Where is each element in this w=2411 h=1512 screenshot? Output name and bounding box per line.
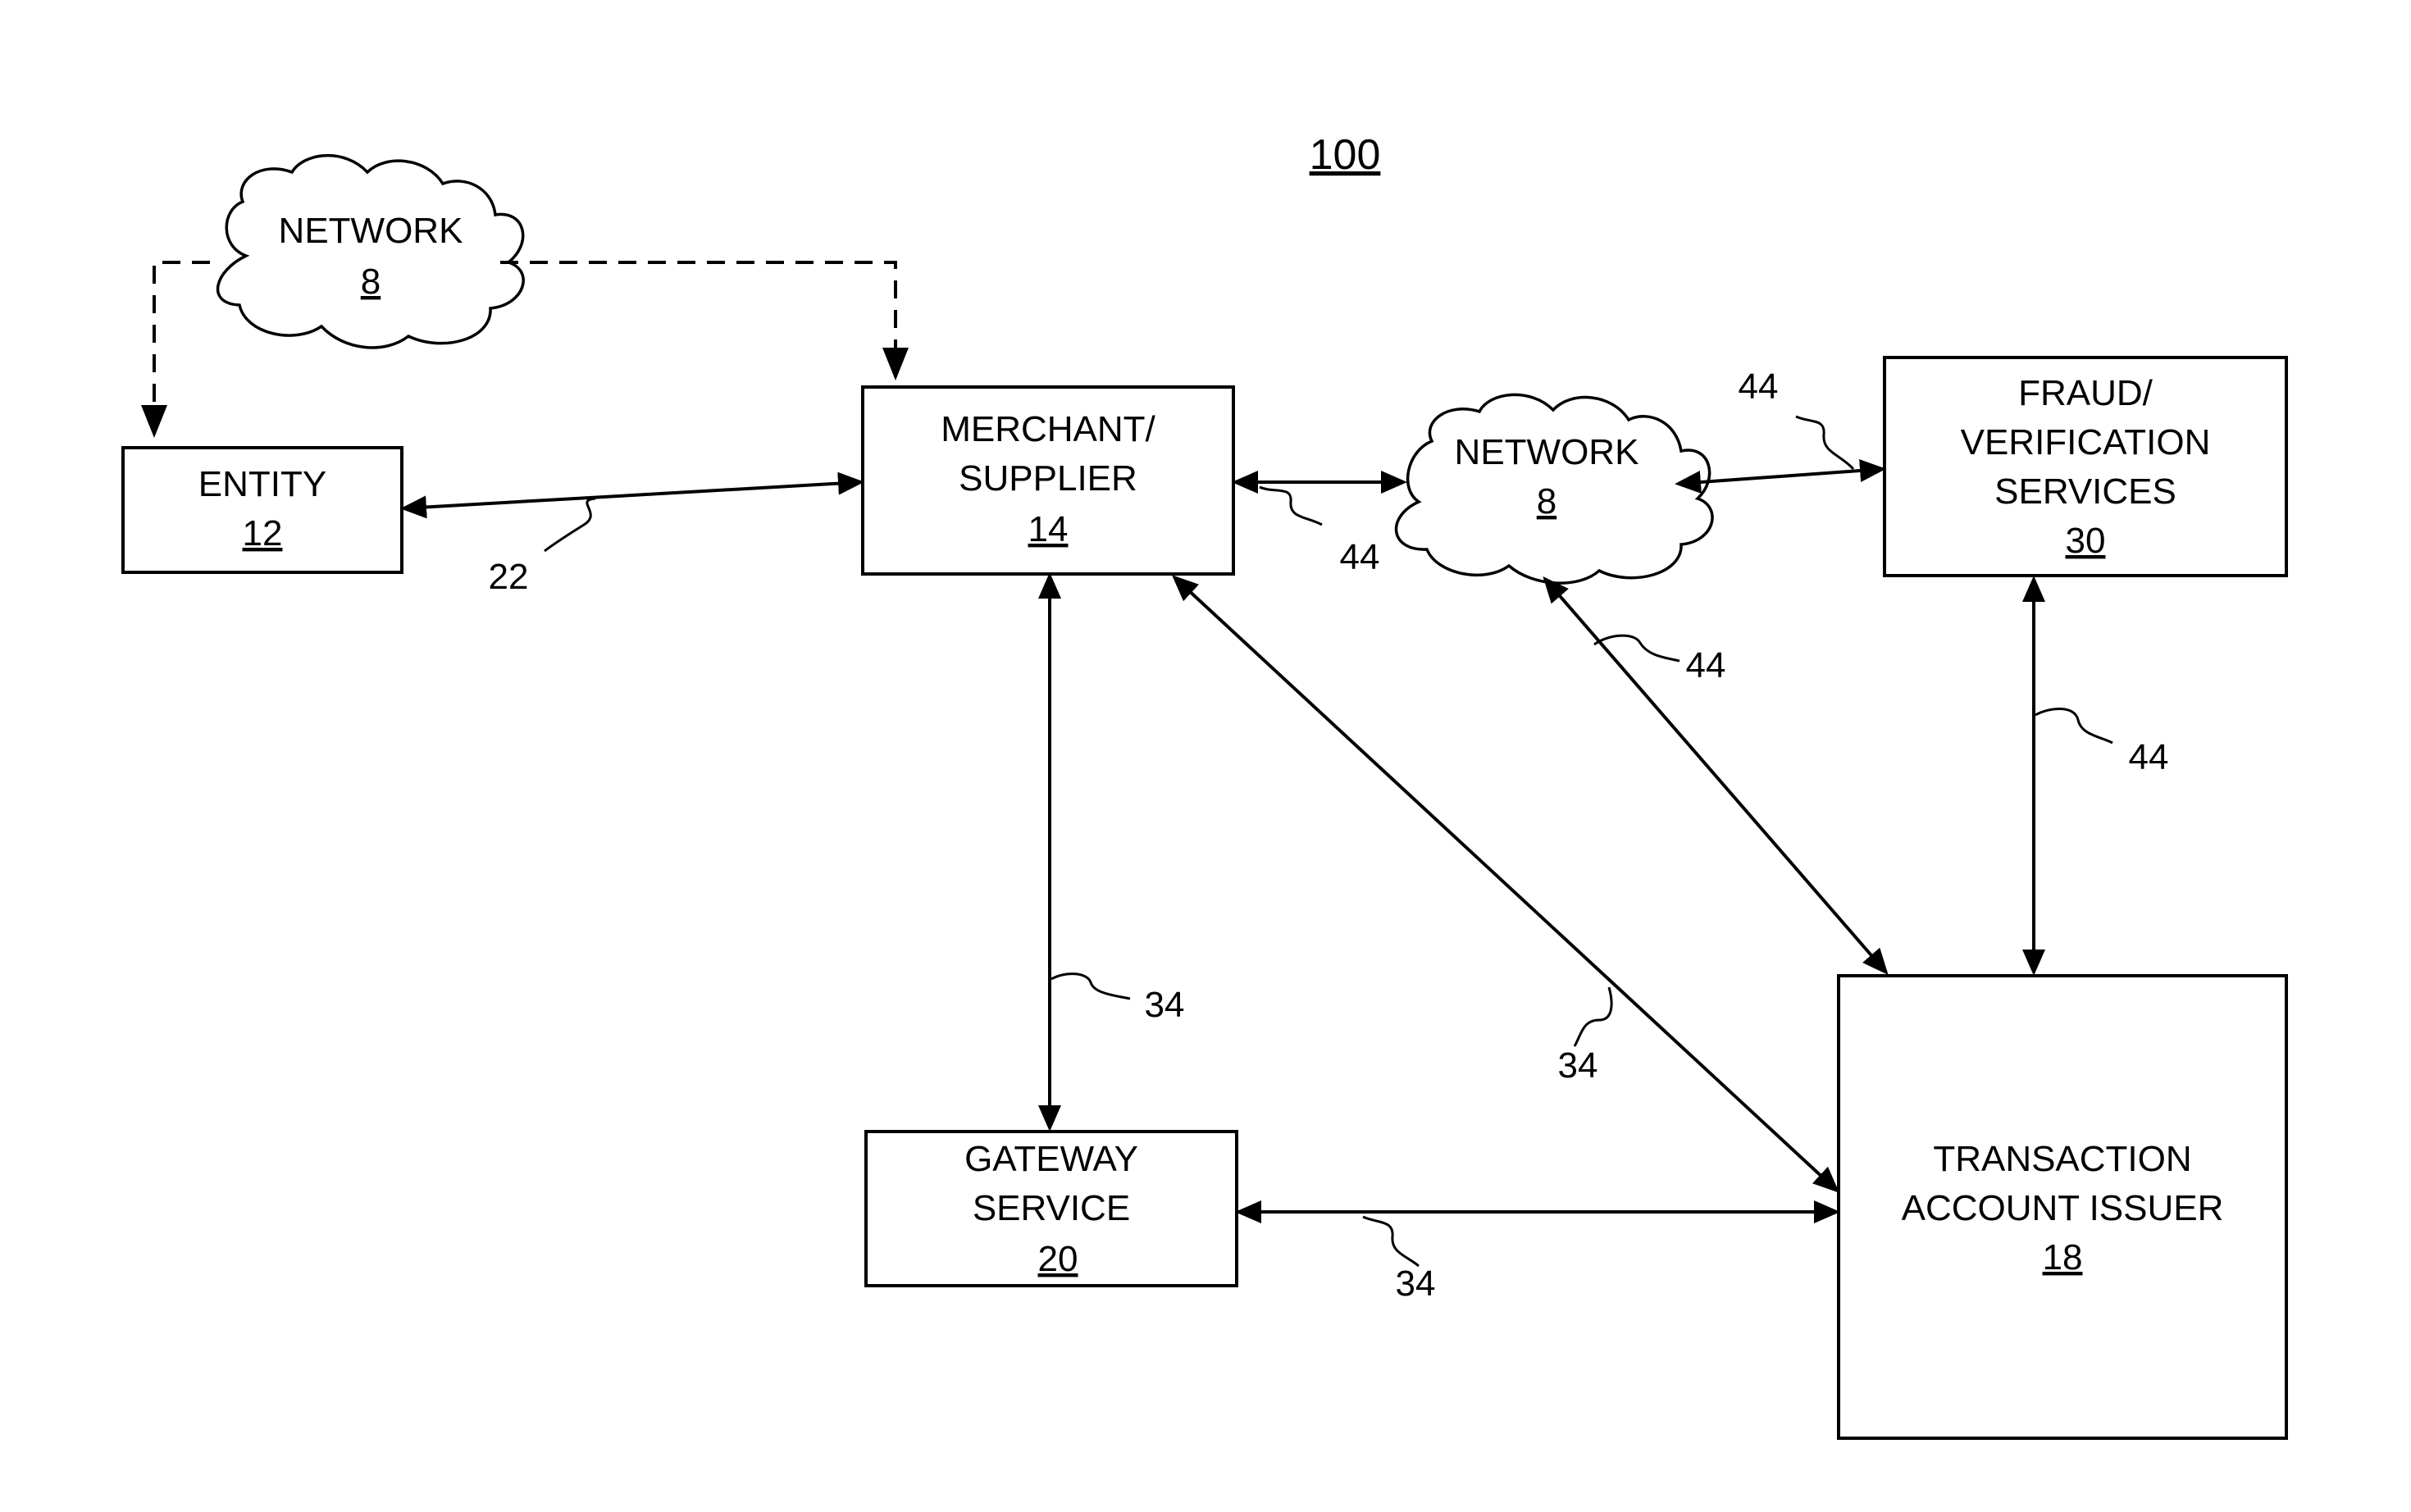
network-mid-ref: 8 bbox=[1537, 481, 1556, 521]
fraud-label-line2: VERIFICATION bbox=[1961, 422, 2211, 462]
entity-node: ENTITY 12 bbox=[123, 448, 402, 572]
squiggle-34-a bbox=[1051, 974, 1130, 999]
network-mid-label: NETWORK bbox=[1455, 432, 1639, 472]
label-44-d: 44 bbox=[2129, 737, 2169, 777]
dashed-network-to-entity bbox=[154, 262, 210, 435]
squiggle-44-a bbox=[1260, 487, 1322, 525]
fraud-ref: 30 bbox=[2066, 521, 2106, 561]
squiggle-22 bbox=[545, 499, 595, 551]
squiggle-34-c bbox=[1363, 1217, 1419, 1266]
label-34-c: 34 bbox=[1396, 1264, 1436, 1304]
issuer-label-line1: TRANSACTION bbox=[1933, 1139, 2191, 1179]
issuer-label-line2: ACCOUNT ISSUER bbox=[1902, 1188, 2224, 1228]
gateway-node: GATEWAY SERVICE 20 bbox=[866, 1132, 1237, 1286]
figure-number: 100 bbox=[1310, 131, 1381, 179]
arrow-merchant-issuer bbox=[1174, 577, 1837, 1191]
squiggle-44-d bbox=[2035, 708, 2112, 743]
network-top-cloud: NETWORK 8 bbox=[218, 156, 524, 348]
label-44-a: 44 bbox=[1340, 537, 1380, 577]
squiggle-44-b bbox=[1796, 417, 1853, 469]
squiggle-34-b bbox=[1575, 987, 1611, 1046]
label-44-c: 44 bbox=[1686, 645, 1726, 685]
merchant-node: MERCHANT/ SUPPLIER 14 bbox=[863, 387, 1233, 574]
merchant-label-line2: SUPPLIER bbox=[959, 458, 1137, 499]
issuer-node: TRANSACTION ACCOUNT ISSUER 18 bbox=[1839, 976, 2286, 1438]
network-top-ref: 8 bbox=[361, 262, 381, 302]
network-top-label: NETWORK bbox=[279, 211, 463, 251]
label-34-b: 34 bbox=[1558, 1045, 1598, 1086]
arrow-network-issuer bbox=[1545, 579, 1886, 972]
merchant-label-line1: MERCHANT/ bbox=[941, 409, 1155, 449]
gateway-label-line1: GATEWAY bbox=[964, 1139, 1138, 1179]
entity-label: ENTITY bbox=[198, 464, 326, 504]
issuer-ref: 18 bbox=[2043, 1237, 2083, 1277]
fraud-label-line3: SERVICES bbox=[1994, 471, 2176, 512]
gateway-ref: 20 bbox=[1038, 1239, 1078, 1279]
arrow-entity-merchant bbox=[403, 482, 861, 508]
merchant-ref: 14 bbox=[1028, 509, 1069, 549]
label-22: 22 bbox=[489, 557, 529, 597]
gateway-label-line2: SERVICE bbox=[973, 1188, 1130, 1228]
fraud-node: FRAUD/ VERIFICATION SERVICES 30 bbox=[1885, 358, 2286, 576]
fraud-label-line1: FRAUD/ bbox=[2018, 373, 2153, 413]
network-mid-cloud: NETWORK 8 bbox=[1397, 394, 1712, 583]
label-34-a: 34 bbox=[1145, 985, 1185, 1025]
entity-ref: 12 bbox=[243, 513, 283, 553]
dashed-network-to-merchant bbox=[500, 262, 896, 377]
cloud-icon bbox=[218, 156, 524, 348]
label-44-b: 44 bbox=[1739, 367, 1779, 407]
